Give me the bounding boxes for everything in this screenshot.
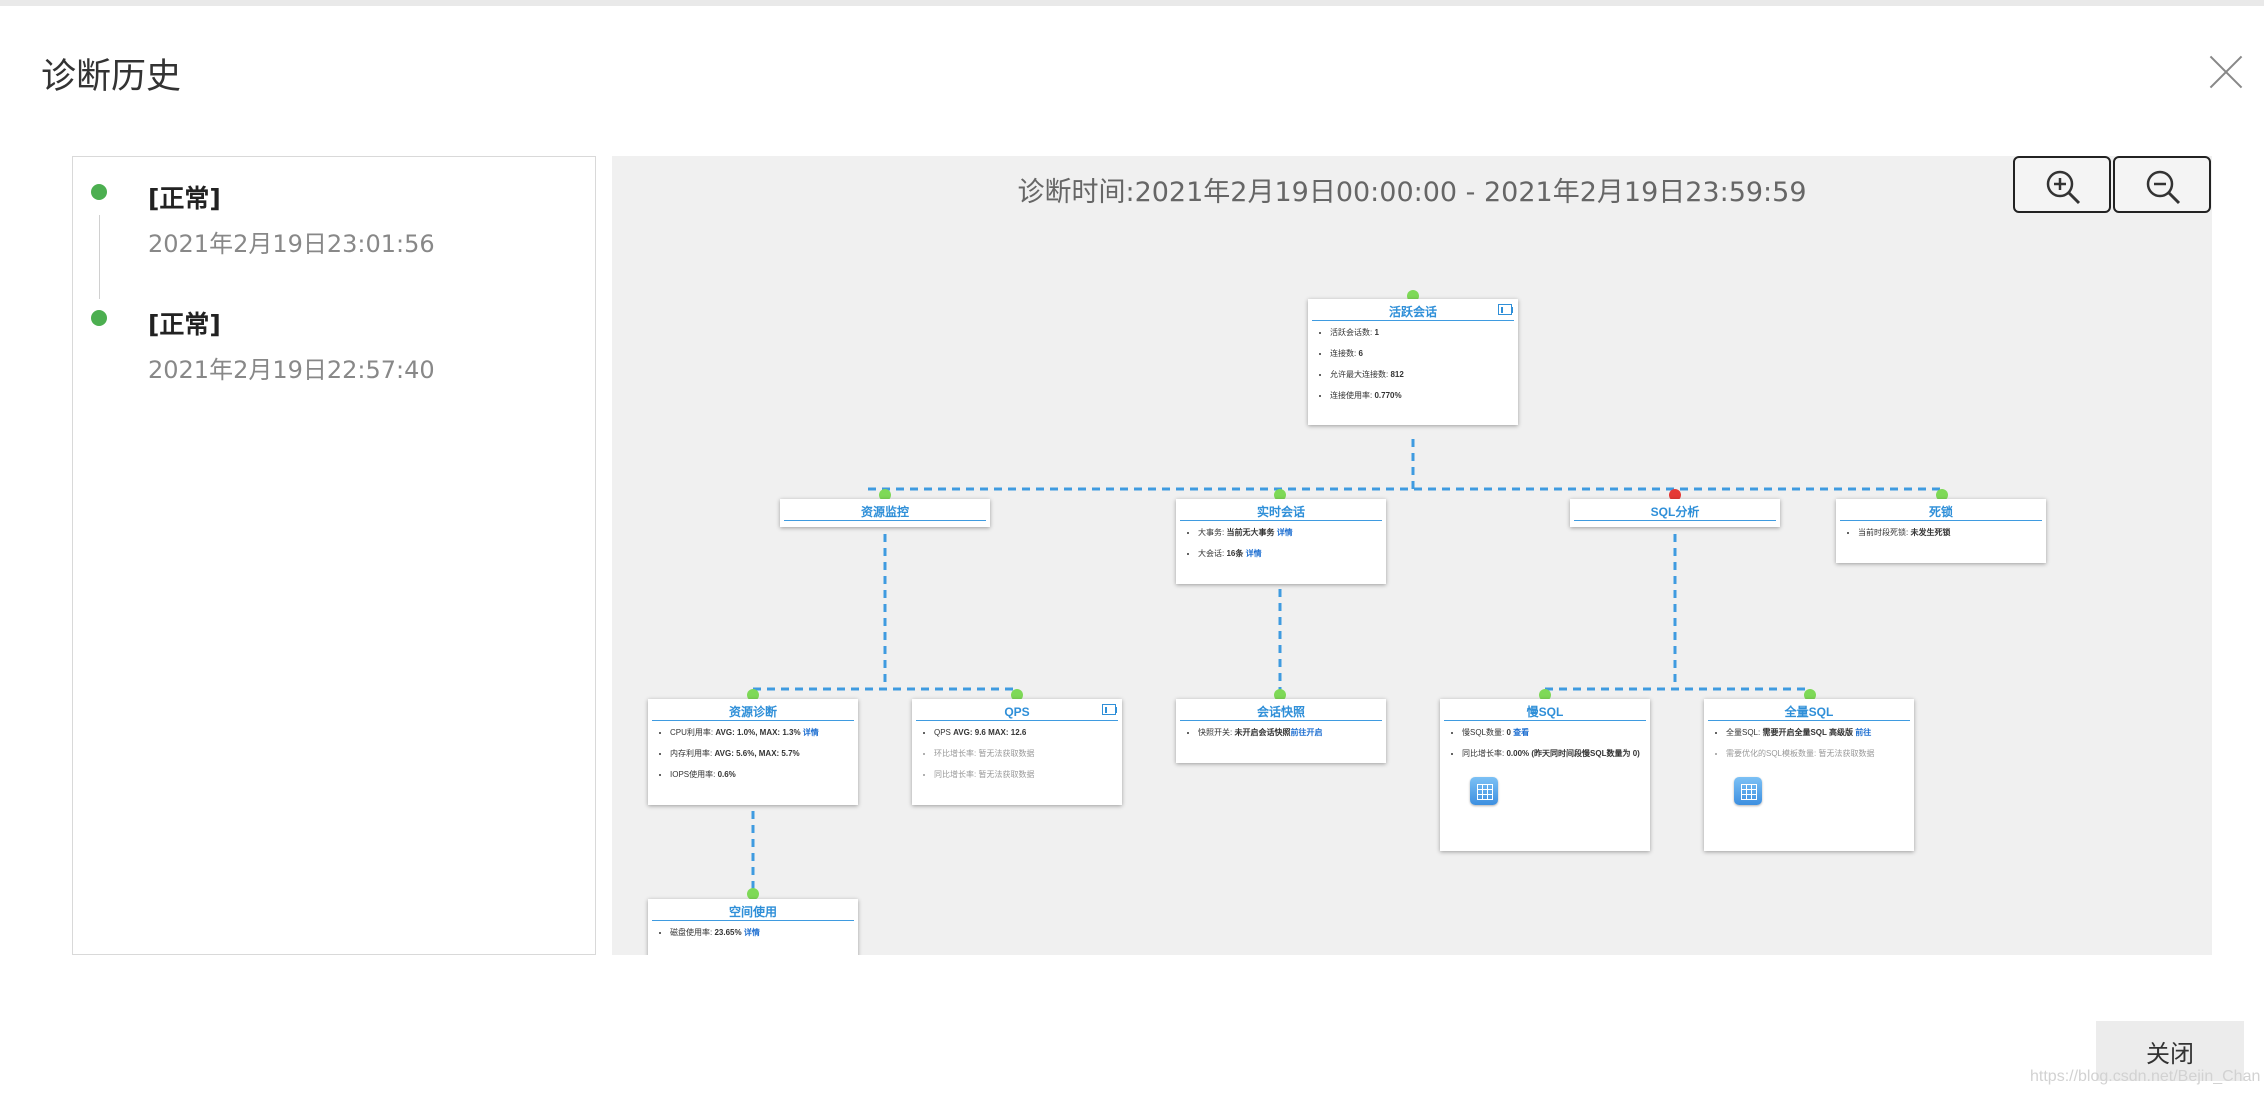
node-deadlock[interactable]: 死锁 当前时段死锁: 未发生死锁 bbox=[1836, 499, 2046, 563]
watermark: https://blog.csdn.net/Bejin_Chan bbox=[2030, 1068, 2261, 1085]
node-full-sql[interactable]: 全量SQL 全量SQL: 需要开启全量SQL 高级版 前往 需要优化的SQL模板… bbox=[1704, 699, 1914, 851]
node-metrics: 全量SQL: 需要开启全量SQL 高级版 前往 需要优化的SQL模板数量: 暂无… bbox=[1726, 727, 1908, 769]
diagnosis-diagram[interactable]: 诊断时间:2021年2月19日00:00:00 - 2021年2月19日23:5… bbox=[612, 156, 2212, 955]
node-metrics: 活跃会话数: 1 连接数: 6 允许最大连接数: 812 连接使用率: 0.77… bbox=[1330, 327, 1512, 411]
node-title: 全量SQL bbox=[1708, 703, 1910, 721]
port-dot bbox=[1274, 489, 1286, 501]
detail-link[interactable]: 详情 bbox=[1276, 528, 1293, 537]
port-dot bbox=[747, 888, 759, 900]
port-dot-error bbox=[1669, 489, 1681, 501]
node-metrics: QPS AVG: 9.6 MAX: 12.6 环比增长率: 暂无法获取数据 同比… bbox=[934, 727, 1116, 790]
node-qps[interactable]: QPS QPS AVG: 9.6 MAX: 12.6 环比增长率: 暂无法获取数… bbox=[912, 699, 1122, 805]
node-session-snapshot[interactable]: 会话快照 快照开关: 未开启会话快照前往开启 bbox=[1176, 699, 1386, 763]
node-title: 实时会话 bbox=[1180, 503, 1382, 521]
node-metrics: 快照开关: 未开启会话快照前往开启 bbox=[1198, 727, 1380, 748]
zoom-out-button[interactable] bbox=[2113, 156, 2211, 213]
node-title: 死锁 bbox=[1840, 503, 2042, 521]
table-grid-icon[interactable] bbox=[1470, 777, 1498, 805]
node-title: 慢SQL bbox=[1444, 703, 1646, 721]
port-dot bbox=[1539, 689, 1551, 701]
enable-link[interactable]: 前往开启 bbox=[1290, 728, 1323, 737]
node-title: 资源监控 bbox=[784, 503, 986, 521]
node-title: 空间使用 bbox=[652, 903, 854, 921]
node-title: 会话快照 bbox=[1180, 703, 1382, 721]
status-ok-dot bbox=[91, 310, 107, 326]
chart-icon[interactable] bbox=[1102, 704, 1117, 715]
node-title: QPS bbox=[916, 703, 1118, 721]
view-link[interactable]: 查看 bbox=[1513, 728, 1530, 737]
node-metrics: 当前时段死锁: 未发生死锁 bbox=[1858, 527, 2040, 548]
node-title: SQL分析 bbox=[1574, 503, 1776, 521]
background-page-strip bbox=[0, 0, 2264, 6]
node-resource-diagnosis[interactable]: 资源诊断 CPU利用率: AVG: 1.0%, MAX: 1.3% 详情 内存利… bbox=[648, 699, 858, 805]
status-ok-dot bbox=[91, 184, 107, 200]
port-dot bbox=[1274, 689, 1286, 701]
node-title: 资源诊断 bbox=[652, 703, 854, 721]
zoom-in-button[interactable] bbox=[2013, 156, 2111, 213]
node-resource-monitor[interactable]: 资源监控 bbox=[780, 499, 990, 527]
chart-icon[interactable] bbox=[1498, 304, 1513, 315]
node-metrics: CPU利用率: AVG: 1.0%, MAX: 1.3% 详情 内存利用率: A… bbox=[670, 727, 852, 790]
node-active-session[interactable]: 活跃会话 活跃会话数: 1 连接数: 6 允许最大连接数: 812 连接使用率:… bbox=[1308, 299, 1518, 425]
close-icon[interactable] bbox=[2208, 54, 2244, 90]
node-space-usage[interactable]: 空间使用 磁盘使用率: 23.65% 详情 bbox=[648, 899, 858, 955]
goto-link[interactable]: 前往 bbox=[1855, 728, 1872, 737]
zoom-out-icon bbox=[2146, 170, 2181, 205]
node-title: 活跃会话 bbox=[1312, 303, 1514, 321]
port-dot bbox=[1936, 489, 1948, 501]
port-dot bbox=[747, 689, 759, 701]
zoom-in-icon bbox=[2046, 170, 2081, 205]
history-time: 2021年2月19日23:01:56 bbox=[148, 230, 435, 258]
timeline-connector bbox=[99, 215, 100, 299]
node-sql-analysis[interactable]: SQL分析 bbox=[1570, 499, 1780, 527]
history-status: [正常] bbox=[148, 184, 221, 213]
port-dot bbox=[879, 489, 891, 501]
connector-lines bbox=[747, 290, 1948, 900]
node-metrics: 慢SQL数量: 0 查看 同比增长率: 0.00% (昨天同时间段慢SQL数量为… bbox=[1462, 727, 1644, 769]
table-grid-icon[interactable] bbox=[1734, 777, 1762, 805]
close-button[interactable]: 关闭 bbox=[2096, 1021, 2244, 1081]
node-metrics: 大事务: 当前无大事务 详情 大会话: 16条 详情 bbox=[1198, 527, 1380, 569]
port-dot bbox=[1804, 689, 1816, 701]
history-list: [正常] 2021年2月19日23:01:56 [正常] 2021年2月19日2… bbox=[72, 156, 596, 955]
diagnosis-time-title: 诊断时间:2021年2月19日00:00:00 - 2021年2月19日23:5… bbox=[1017, 177, 1807, 208]
detail-link[interactable]: 详情 bbox=[1245, 549, 1262, 558]
detail-link[interactable]: 详情 bbox=[802, 728, 819, 737]
node-metrics: 磁盘使用率: 23.65% 详情 bbox=[670, 927, 852, 948]
node-realtime-session[interactable]: 实时会话 大事务: 当前无大事务 详情 大会话: 16条 详情 bbox=[1176, 499, 1386, 584]
history-time: 2021年2月19日22:57:40 bbox=[148, 356, 435, 384]
history-status: [正常] bbox=[148, 310, 221, 339]
detail-link[interactable]: 详情 bbox=[743, 928, 760, 937]
node-slow-sql[interactable]: 慢SQL 慢SQL数量: 0 查看 同比增长率: 0.00% (昨天同时间段慢S… bbox=[1440, 699, 1650, 851]
port-dot bbox=[1011, 689, 1023, 701]
modal-title: 诊断历史 bbox=[41, 57, 182, 97]
